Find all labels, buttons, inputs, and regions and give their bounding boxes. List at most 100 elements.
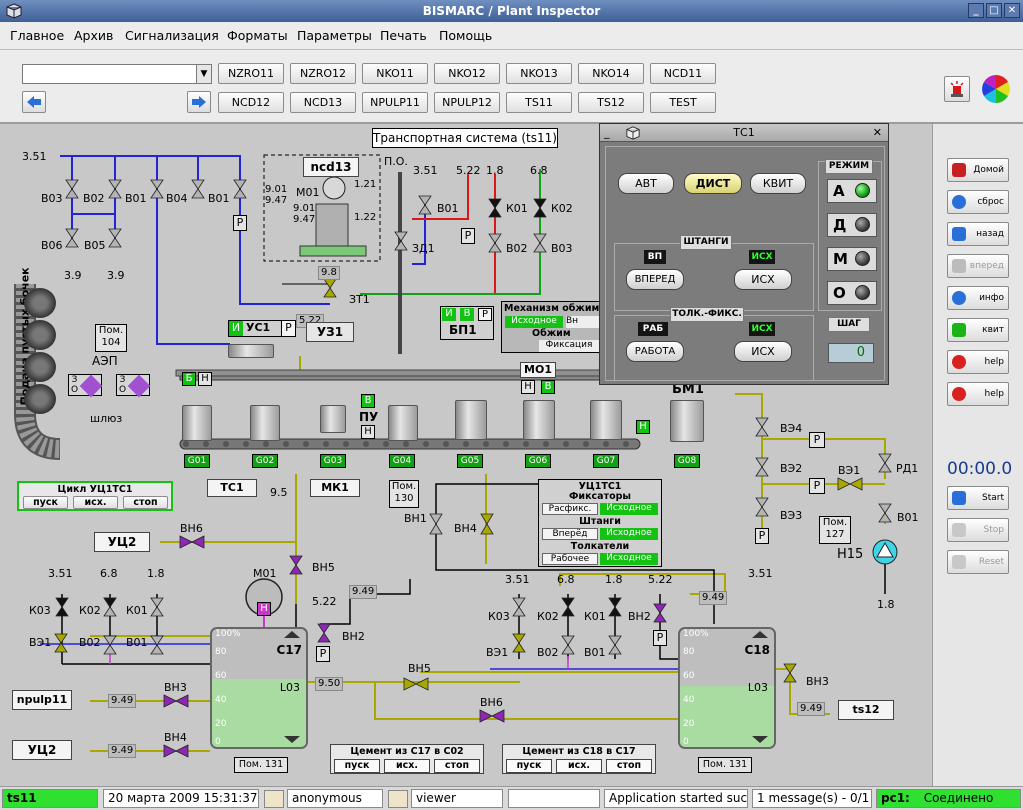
screen-select-input[interactable] — [22, 64, 197, 84]
mk1-label: МК1 — [310, 479, 360, 497]
nav-test-button[interactable]: TEST — [650, 92, 716, 113]
forward-button[interactable]: вперед — [947, 254, 1009, 278]
refresh-icon — [952, 195, 966, 209]
cycle-iskh-button[interactable]: исх. — [73, 496, 118, 509]
tc1-min-icon[interactable]: _ — [604, 126, 610, 139]
home-button[interactable]: Домой — [947, 158, 1009, 182]
alarm-button[interactable] — [944, 76, 970, 102]
cement17-start-button[interactable]: пуск — [334, 759, 380, 773]
pressure-p-tag: Р — [809, 432, 825, 448]
tank-down-icon — [284, 736, 300, 743]
tc1-close-icon[interactable]: ✕ — [872, 126, 882, 139]
reset-button[interactable]: Reset — [947, 550, 1009, 574]
help-button-1[interactable]: help — [947, 350, 1009, 374]
nav-ts12-button[interactable]: TS12 — [578, 92, 644, 113]
menu-glavnoe[interactable]: Главное — [10, 28, 65, 43]
nav-nko13-button[interactable]: NKO13 — [506, 63, 572, 84]
nav-nko11-button[interactable]: NKO11 — [362, 63, 428, 84]
tc1-mode-m[interactable]: М — [827, 247, 877, 271]
nav-ncd13-button[interactable]: NCD13 — [290, 92, 356, 113]
color-wheel-icon[interactable] — [981, 74, 1011, 104]
menu-pechat[interactable]: Печать — [380, 28, 427, 43]
menu-parametry[interactable]: Параметры — [297, 28, 372, 43]
forward-label: вперед — [969, 261, 1004, 271]
nav-ts11-button[interactable]: TS11 — [506, 92, 572, 113]
close-icon[interactable]: ✕ — [1004, 3, 1020, 18]
kvit-button[interactable]: квит — [947, 318, 1009, 342]
nav-ncd11-button[interactable]: NCD11 — [650, 63, 716, 84]
nav-npulp12-button[interactable]: NPULP12 — [434, 92, 500, 113]
toolbar: ▼ NZRO11 NZRO12 NKO11 NKO12 NKO13 NKO14 … — [0, 50, 1023, 124]
tank-up-icon — [752, 631, 768, 638]
tc1-avt-button[interactable]: АВТ — [618, 173, 674, 194]
tank-c18: 100% 80 60 40 20 0 С18 L03 — [678, 627, 776, 749]
nav-nzro12-button[interactable]: NZRO12 — [290, 63, 356, 84]
tc1-isx2-button[interactable]: ИСХ — [734, 341, 792, 362]
py-v-tag: В — [361, 394, 375, 408]
tc1-isx2-indicator: ИСХ — [749, 322, 775, 336]
chevron-down-icon[interactable]: ▼ — [196, 64, 212, 84]
nav-nko12-button[interactable]: NKO12 — [434, 63, 500, 84]
tank-pct-20: 20 — [215, 719, 227, 729]
pressure-p-tag: Р — [809, 478, 825, 494]
cement18-start-button[interactable]: пуск — [506, 759, 552, 773]
level-value: 9.8 — [318, 266, 340, 280]
help-icon — [952, 387, 966, 401]
flow-value: 3.51 — [505, 573, 530, 586]
start-button[interactable]: Start — [947, 486, 1009, 510]
back-nav-button[interactable] — [22, 91, 46, 113]
flow-value: 9.49 — [349, 585, 378, 599]
g07-tag: G07 — [593, 454, 619, 468]
valve-label: ВН2 — [628, 610, 651, 623]
cement17-iskh-button[interactable]: исх. — [384, 759, 430, 773]
barrel-g08 — [670, 400, 704, 442]
reset-nav-button[interactable]: сброс — [947, 190, 1009, 214]
minimize-icon[interactable]: _ — [968, 3, 984, 18]
arrow-right-icon — [192, 96, 206, 108]
menu-arhiv[interactable]: Архив — [74, 28, 114, 43]
tc1-mode-a[interactable]: А — [827, 179, 877, 203]
menu-formaty[interactable]: Форматы — [227, 28, 288, 43]
tc1-mode-d[interactable]: Д — [827, 213, 877, 237]
play-icon — [952, 491, 966, 505]
help-button-2[interactable]: help — [947, 382, 1009, 406]
tc1-vpered-button[interactable]: ВПЕРЕД — [626, 269, 684, 290]
valve-label: В04 — [166, 192, 188, 205]
bp1-label: БП1 — [449, 323, 477, 337]
forward-nav-button[interactable] — [187, 91, 211, 113]
info-button[interactable]: инфо — [947, 286, 1009, 310]
cement18-iskh-button[interactable]: исх. — [556, 759, 602, 773]
cycle-stop-button[interactable]: стоп — [123, 496, 168, 509]
mech-title: Механизм обжима — [504, 303, 606, 314]
status-messages-count[interactable]: 1 message(s) - 0/1 — [752, 789, 872, 808]
tc1-mode-o[interactable]: О — [827, 281, 877, 305]
stop-button[interactable]: Stop — [947, 518, 1009, 542]
value-label: 9.47 — [293, 214, 316, 225]
status-role: viewer — [411, 789, 503, 808]
cement18-stop-button[interactable]: стоп — [606, 759, 652, 773]
tc1-isx-button[interactable]: ИСХ — [734, 269, 792, 290]
value-label: 9.01 — [265, 184, 288, 195]
maximize-icon[interactable]: □ — [986, 3, 1002, 18]
tc1-kvit-button[interactable]: КВИТ — [750, 173, 806, 194]
valve-label: В03 — [551, 242, 573, 255]
barrel-g07 — [590, 400, 622, 440]
back-button[interactable]: назад — [947, 222, 1009, 246]
yts1-title: УЦ1ТС1 — [578, 481, 622, 492]
menu-pomosh[interactable]: Помощь — [439, 28, 493, 43]
tc1-rabota-button[interactable]: РАБОТА — [626, 341, 684, 362]
nav-nko14-button[interactable]: NKO14 — [578, 63, 644, 84]
nav-nzro11-button[interactable]: NZRO11 — [218, 63, 284, 84]
tc1-dist-button[interactable]: ДИСТ — [684, 173, 742, 194]
tank-c18-l03: L03 — [747, 681, 768, 694]
cycle-start-button[interactable]: пуск — [23, 496, 68, 509]
tank-pct-60: 60 — [215, 671, 227, 681]
nav-npulp11-button[interactable]: NPULP11 — [362, 92, 428, 113]
mode-o-letter: О — [833, 284, 846, 302]
cycle-panel: Цикл УЦ1ТС1 пуск исх. стоп — [17, 481, 173, 511]
nav-ncd12-button[interactable]: NCD12 — [218, 92, 284, 113]
cement17-stop-button[interactable]: стоп — [434, 759, 480, 773]
menu-signal[interactable]: Сигнализация — [125, 28, 219, 43]
